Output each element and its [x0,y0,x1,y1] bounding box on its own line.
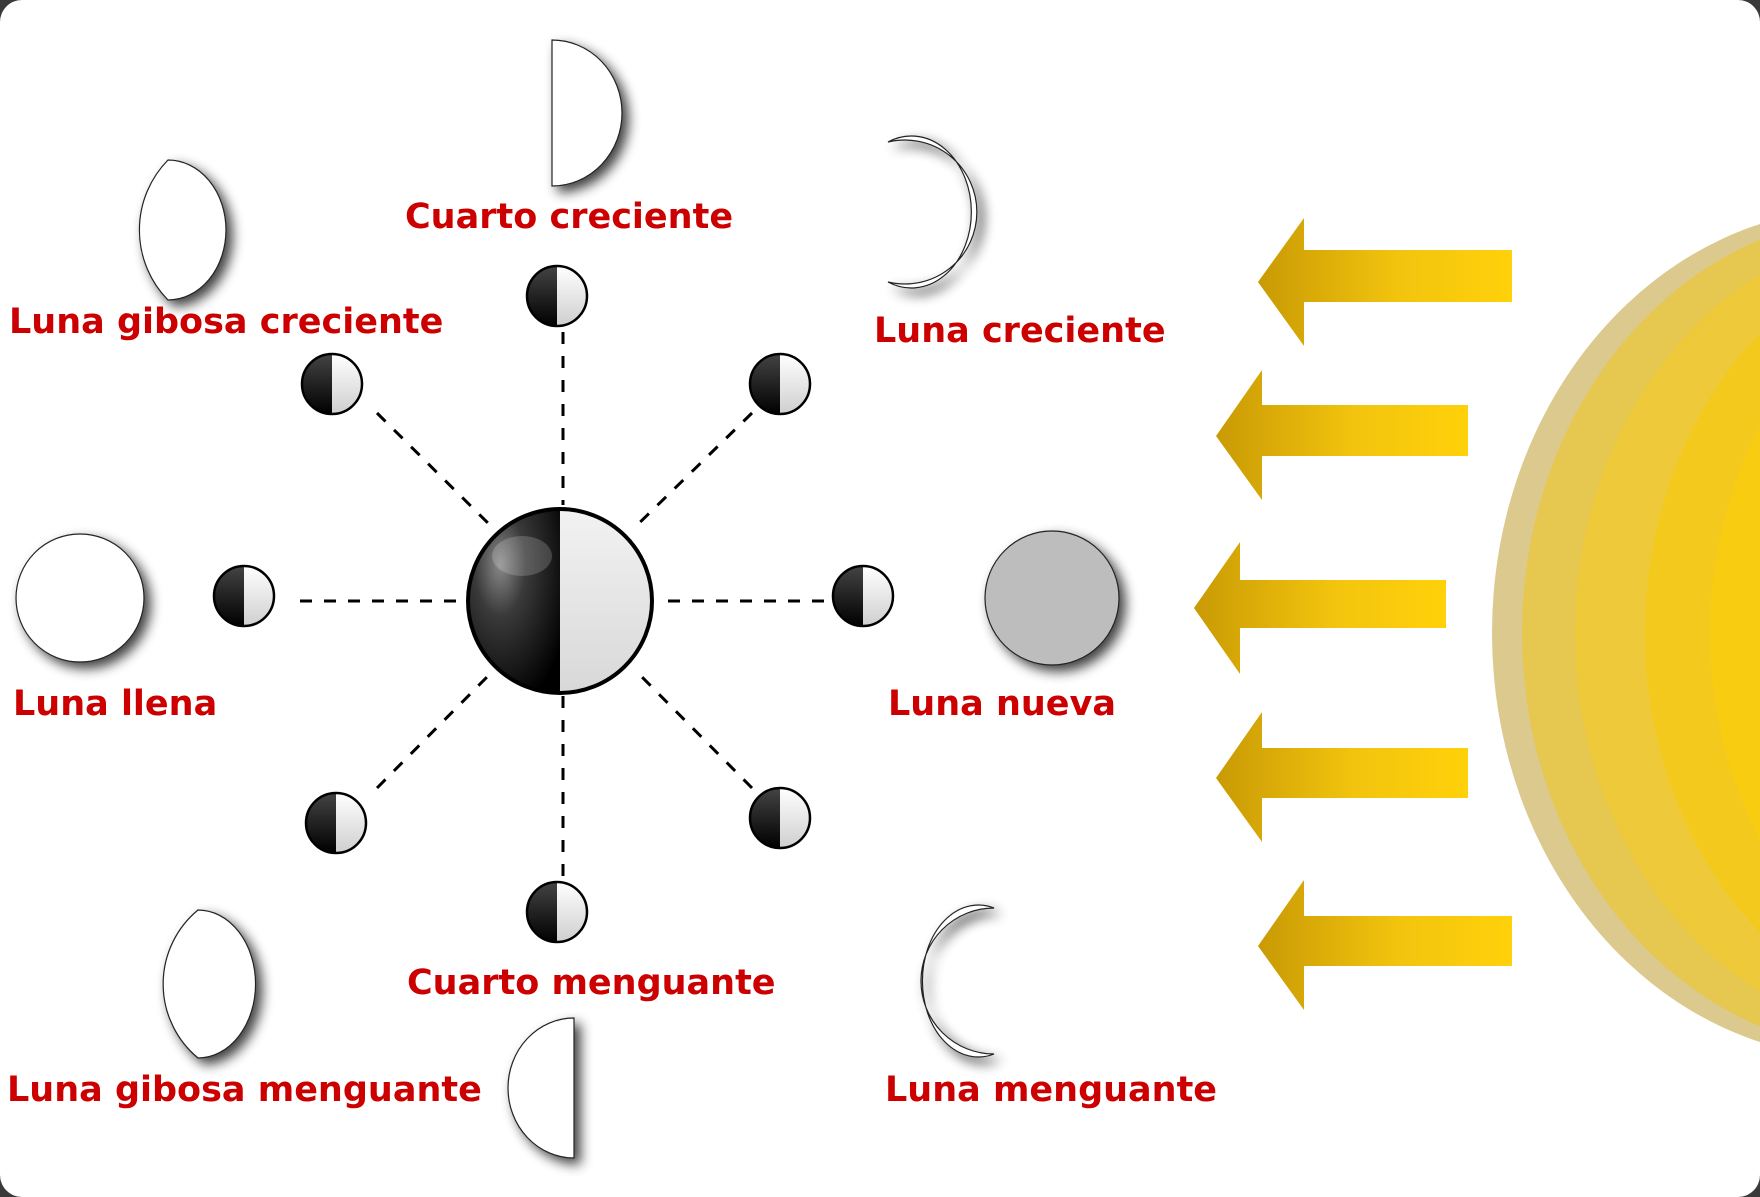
arrow-left-icon [1258,218,1512,346]
sunlight-arrows [1194,218,1512,1010]
label-waxing-crescent: Luna creciente [874,311,1166,351]
arrow-left-icon [1216,370,1468,500]
label-waning-gibbous: Luna gibosa menguante [7,1070,482,1110]
orbit-moon [831,564,895,628]
label-first-quarter: Cuarto creciente [405,197,734,237]
orbit-moon [525,264,589,328]
waning-gibbous-moon-icon [162,909,257,1059]
orbit-moon [300,352,364,416]
orbit-moon [304,791,368,855]
sun-icon [1492,224,1760,1042]
label-waning-crescent: Luna menguante [885,1070,1218,1110]
waxing-crescent-moon-icon [920,904,995,1058]
orbit-moon [748,352,812,416]
arrow-left-icon [1194,542,1446,674]
orbit-moon [525,880,589,944]
label-full-moon: Luna llena [13,684,218,724]
last-quarter-moon-icon [507,1017,575,1159]
label-new-moon: Luna nueva [888,684,1116,724]
arrow-left-icon [1216,712,1468,842]
arrow-left-icon [1258,880,1512,1010]
orbit-moon [748,786,812,850]
label-last-quarter: Cuarto menguante [407,963,776,1003]
label-waxing-gibbous: Luna gibosa creciente [9,302,444,342]
new-moon-icon [984,530,1120,666]
waxing-gibbous-moon-icon [138,159,227,301]
earth-icon [466,507,654,695]
full-moon-icon [15,533,145,663]
first-quarter-moon-icon [551,39,623,187]
orbit-moon [212,564,276,628]
orbit-spokes [300,332,828,882]
waning-crescent-moon-icon [887,135,978,289]
